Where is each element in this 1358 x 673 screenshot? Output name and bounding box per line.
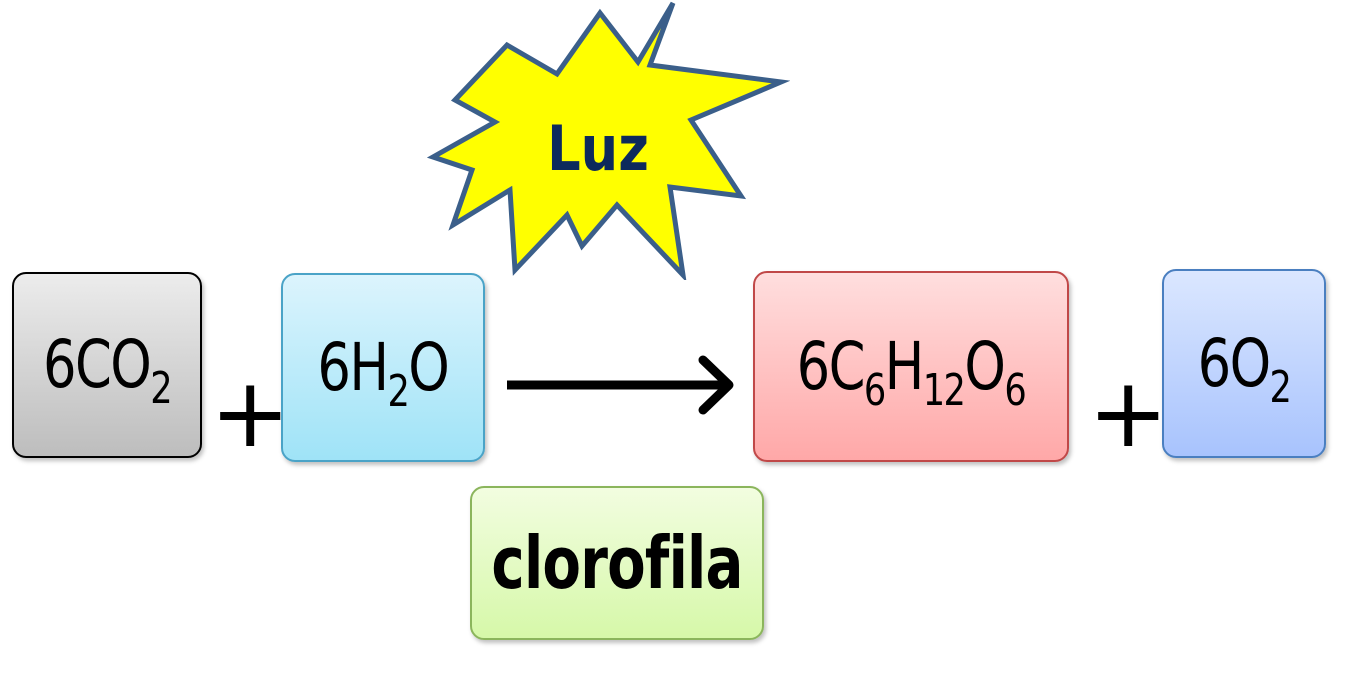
o2-box: 6O2 [1162,269,1326,458]
plus-sign-products: + [1088,357,1169,469]
light-label: Luz [547,112,649,185]
chlorophyll-box: clorofila [470,486,764,640]
plus-sign-reactants: + [210,357,291,469]
co2-formula: 6CO2 [42,326,173,414]
o2-formula: 6O2 [1197,324,1292,413]
glucose-formula: 6C6H12O6 [796,327,1027,416]
glucose-box: 6C6H12O6 [753,271,1069,462]
arrow-head [698,355,734,415]
burst-shape [426,1,790,280]
co2-box: 6CO2 [12,272,202,458]
light-burst-icon [426,1,790,280]
chlorophyll-label: clorofila [491,521,743,605]
h2o-box: 6H2O [281,273,485,462]
reaction-arrow-icon [507,355,734,415]
h2o-formula: 6H2O [317,328,450,417]
